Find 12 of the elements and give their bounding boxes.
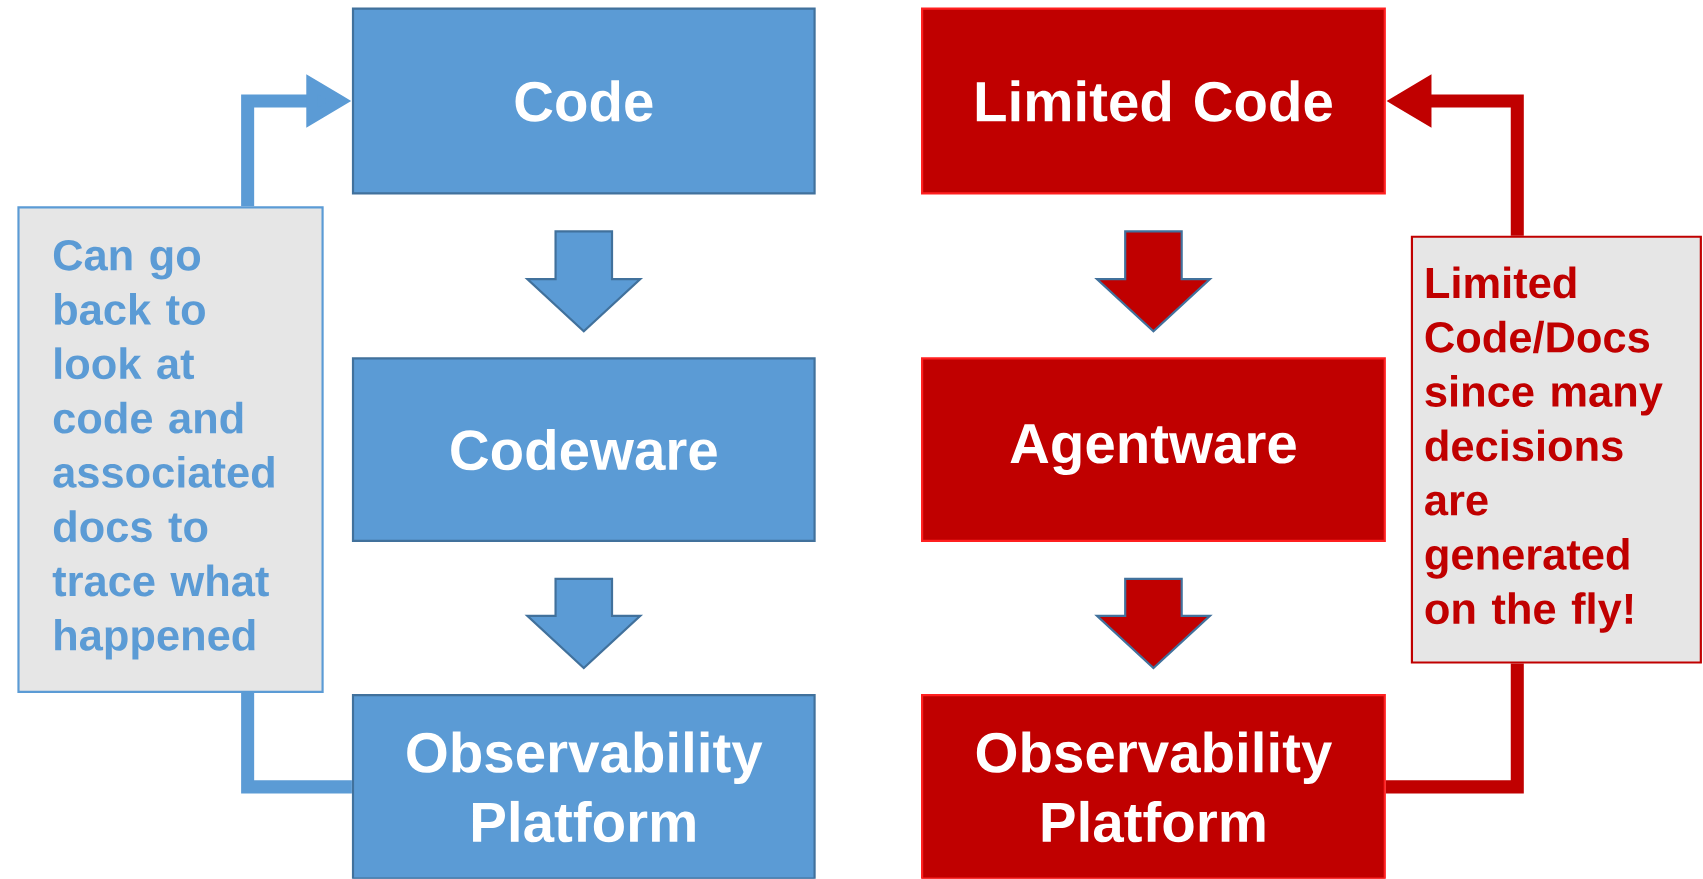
block-arrow bbox=[1094, 230, 1213, 333]
process-box: Observability Platform bbox=[921, 694, 1386, 879]
block-arrow bbox=[1094, 577, 1213, 670]
process-box: Agentware bbox=[921, 357, 1386, 543]
note-box: Can go back to look at code and associated docs to trace what happened bbox=[17, 206, 324, 694]
block-arrow bbox=[524, 230, 644, 333]
note-box: Limited Code/Docs since many decisions are generated on the fly! bbox=[1410, 235, 1702, 664]
process-box: Limited Code bbox=[921, 7, 1386, 195]
block-arrow bbox=[524, 577, 644, 670]
process-box: Code bbox=[351, 7, 816, 195]
process-box: Observability Platform bbox=[351, 694, 816, 879]
process-box: Codeware bbox=[351, 357, 816, 543]
